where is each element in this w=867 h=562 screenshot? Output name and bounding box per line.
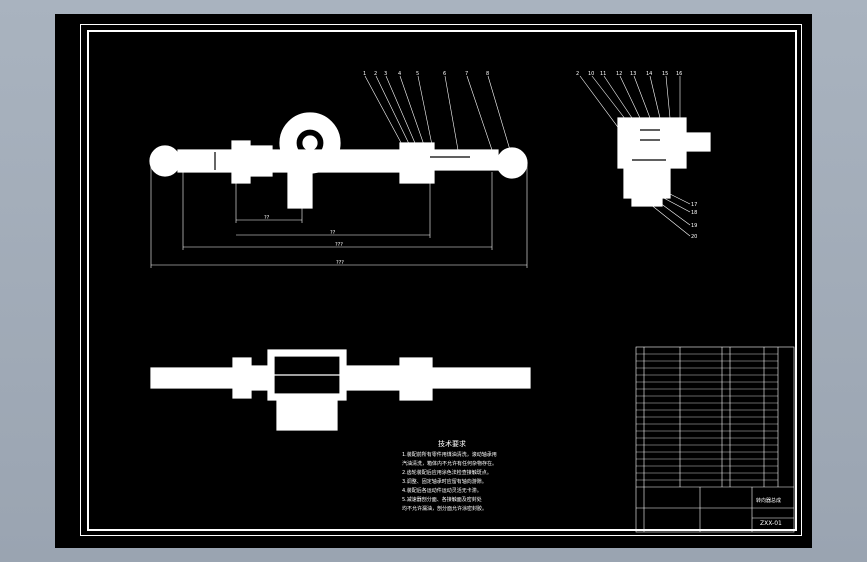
balloon-number: 10 [588, 71, 594, 77]
drawing-frame-inner [87, 30, 797, 531]
drawing-frame-outer [80, 24, 802, 536]
right-tie-rod [433, 149, 499, 171]
title-block-name: 转向器总成 [756, 498, 782, 504]
balloon-number: 11 [600, 71, 606, 77]
technical-requirements-notes: 1.装配前所有零件用煤油清洗，滚动轴承用汽油清洗，箱体内不允许有任何杂物存在。 2… [402, 451, 502, 514]
balloon-number: 17 [691, 202, 697, 208]
dimension-label-3: ??? [335, 242, 343, 248]
parts-list-rows [636, 353, 778, 481]
pinion-lower [287, 167, 313, 209]
balloon-number: 12 [616, 71, 622, 77]
technical-note-line: 3.调整、固定轴承时应留有轴向游隙。 [402, 479, 487, 485]
balloon-number: 13 [630, 71, 636, 77]
dimension-label-2: ?? [330, 230, 336, 236]
left-tie-rod [177, 149, 235, 173]
left-boot [231, 140, 251, 184]
balloon-number: 19 [691, 223, 697, 229]
right-ball-joint [496, 147, 528, 179]
balloon-number: 4 [398, 71, 401, 77]
technical-requirements-title: 技术要求 [438, 440, 466, 448]
left-ball-joint [149, 145, 181, 177]
title-block-drawing-number: ZXX-01 [760, 520, 782, 527]
technical-note-line: 均不允许漏油，剖分面允许涂密封胶。 [402, 506, 488, 512]
dimension-label-4: ??? [336, 260, 344, 266]
technical-note-line: 4.装配后各运动件运动灵活无卡滞。 [402, 488, 482, 494]
balloon-number: 5 [416, 71, 419, 77]
balloon-number: 15 [662, 71, 668, 77]
balloon-number: 18 [691, 210, 697, 216]
left-housing [249, 145, 273, 177]
balloon-number: 14 [646, 71, 652, 77]
balloon-number: 2 [576, 71, 579, 77]
dimension-lines [150, 163, 528, 268]
balloon-number: 3 [384, 71, 387, 77]
parts-list-table [635, 346, 795, 533]
pinion-shaft [302, 135, 318, 151]
balloon-number: 1 [363, 71, 366, 77]
rack-tube [271, 149, 403, 173]
technical-note-line: 5.减速器剖分面、各接触面及密封处 [402, 497, 482, 503]
front-view-assembly [149, 112, 528, 209]
balloon-number: 16 [676, 71, 682, 77]
balloon-number: 20 [691, 234, 697, 240]
technical-note-line: 汽油清洗，箱体内不允许有任何杂物存在。 [402, 461, 498, 467]
balloon-number: 7 [465, 71, 468, 77]
dimension-labels: ?? ?? ??? ??? [264, 215, 344, 266]
technical-note-line: 2.齿轮装配后应用涂色法检查接触斑点。 [402, 470, 492, 476]
leader-lines [364, 75, 511, 151]
dimension-label-1: ?? [264, 215, 270, 221]
side-view-assembly [617, 117, 711, 207]
right-boot [399, 142, 435, 184]
plan-view-assembly [150, 349, 531, 431]
technical-note-line: 1.装配前所有零件用煤油清洗，滚动轴承用 [402, 452, 497, 458]
balloon-number: 8 [486, 71, 489, 77]
balloon-number: 6 [443, 71, 446, 77]
balloon-number: 2 [374, 71, 377, 77]
